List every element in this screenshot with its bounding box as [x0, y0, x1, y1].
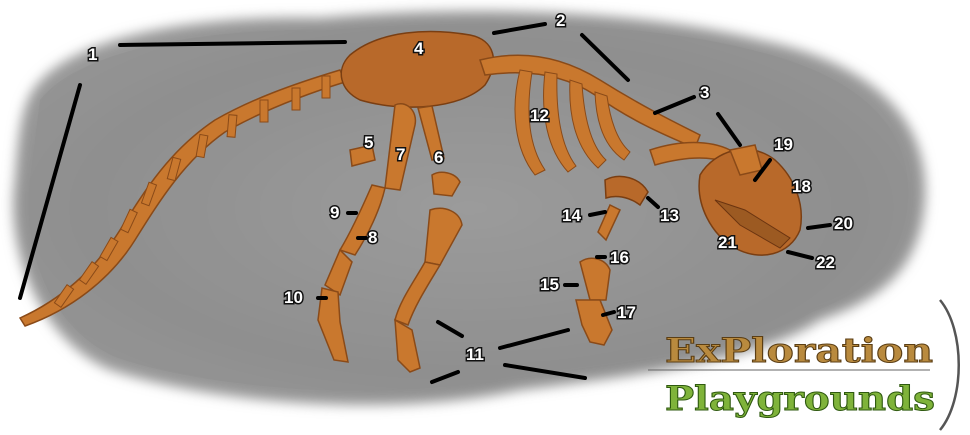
- label-16: 16: [610, 248, 629, 267]
- label-18: 18: [792, 177, 811, 196]
- label-17: 17: [617, 303, 636, 322]
- label-19: 19: [774, 135, 793, 154]
- logo-line-2: Playgrounds: [665, 379, 935, 419]
- label-6: 6: [434, 148, 443, 167]
- label-12: 12: [530, 106, 549, 125]
- label-8: 8: [368, 228, 377, 247]
- label-3: 3: [700, 83, 709, 102]
- label-11: 11: [466, 345, 484, 364]
- label-7: 7: [396, 145, 405, 164]
- label-5: 5: [364, 133, 373, 152]
- label-4: 4: [414, 39, 424, 58]
- label-22: 22: [816, 253, 835, 272]
- label-9: 9: [330, 203, 339, 222]
- label-14: 14: [562, 206, 581, 225]
- label-10: 10: [284, 288, 303, 307]
- label-21: 21: [718, 233, 737, 252]
- label-13: 13: [660, 206, 679, 225]
- label-2: 2: [556, 11, 565, 30]
- label-15: 15: [540, 275, 559, 294]
- logo-line-1: ExPloration: [665, 331, 933, 371]
- label-1: 1: [88, 45, 97, 64]
- label-20: 20: [834, 214, 853, 233]
